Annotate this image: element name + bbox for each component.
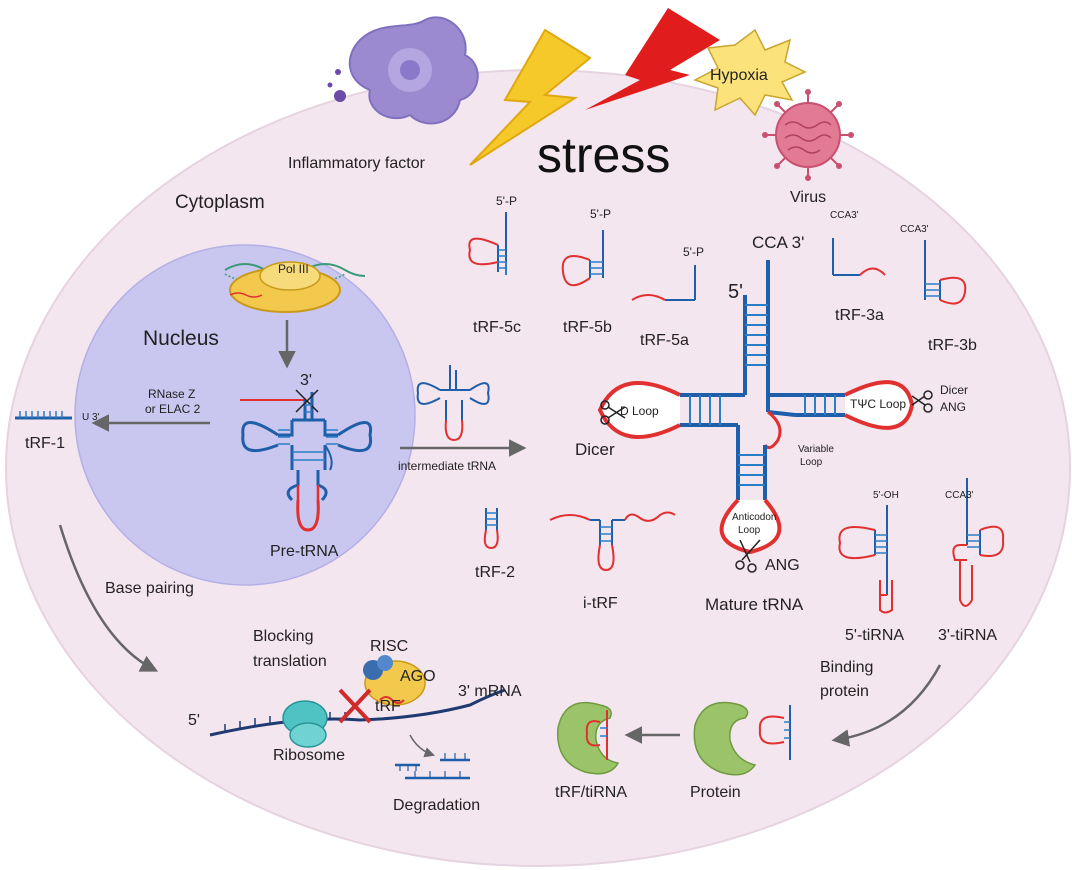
itrf-label: i-tRF xyxy=(583,595,618,612)
trf-tirna-complex-label: tRF/tiRNA xyxy=(555,784,627,801)
pol-iii-label: Pol III xyxy=(278,262,309,276)
nucleus xyxy=(74,244,416,586)
tirna3-cca-label: CCA3' xyxy=(945,490,974,501)
nucleus-label: Nucleus xyxy=(143,327,219,350)
ang-right-label: ANG xyxy=(940,400,966,414)
ang-bottom-label: ANG xyxy=(765,557,800,574)
tirna5-fragment xyxy=(838,505,893,614)
risc-complex-icon xyxy=(363,655,426,706)
blocking-label-1: Blocking xyxy=(253,628,313,645)
stress-title: stress xyxy=(537,127,670,183)
anticodon-label-2: Loop xyxy=(738,525,761,536)
trf5a-p-label: 5'-P xyxy=(683,245,704,259)
mrna3-label: 3' mRNA xyxy=(458,683,522,700)
ribosome-label: Ribosome xyxy=(273,747,345,764)
trf5b-fragment xyxy=(561,230,604,287)
mature-five-prime-label: 5' xyxy=(728,281,743,303)
trf-protein-complex-icon xyxy=(557,701,620,775)
mature-trna-label: Mature tRNA xyxy=(705,595,804,614)
base-pairing-label: Base pairing xyxy=(105,580,194,597)
mature-trna-structure xyxy=(597,260,933,573)
free-fragment-icon xyxy=(758,705,791,760)
virus-label: Virus xyxy=(790,189,826,206)
variable-loop-label-2: Loop xyxy=(800,457,823,468)
tirna3-label: 3'-tiRNA xyxy=(938,627,997,644)
trf5c-p-label: 5'-P xyxy=(496,194,517,208)
dicer-right-label: Dicer xyxy=(940,383,968,397)
itrf-fragment xyxy=(549,511,676,572)
virus-icon xyxy=(762,89,854,181)
block-x-icon xyxy=(338,688,372,724)
binding-protein-arrow xyxy=(831,664,942,747)
hypoxia-burst-icon xyxy=(693,28,807,117)
pre-trna-three-prime: 3' xyxy=(300,372,312,389)
degradation-arrow xyxy=(409,734,435,758)
trf1-u3-label: U 3' xyxy=(82,412,100,423)
trf5a-fragment xyxy=(631,265,696,301)
degradation-label: Degradation xyxy=(393,797,480,814)
trf3b-cca-label: CCA3' xyxy=(900,224,929,235)
protein-label: Protein xyxy=(690,784,741,801)
intermediate-trna-label: intermediate tRNA xyxy=(398,459,496,473)
pol-iii-complex xyxy=(224,261,366,313)
trf5c-label: tRF-5c xyxy=(473,319,521,336)
trf3a-cca-label: CCA3' xyxy=(830,210,859,221)
trf-risc-label: tRF xyxy=(375,698,401,715)
elac2-label: or ELAC 2 xyxy=(145,402,201,416)
ago-label: AGO xyxy=(400,668,436,685)
tpsic-loop-label: TΨC Loop xyxy=(850,397,906,411)
protein-icon xyxy=(693,701,757,776)
trf2-fragment xyxy=(483,508,499,550)
hypoxia-label: Hypoxia xyxy=(710,67,768,84)
trf3b-label: tRF-3b xyxy=(928,337,977,354)
trf3a-fragment xyxy=(832,238,886,276)
lightning-yellow-icon xyxy=(469,28,592,166)
cytoplasm-label: Cytoplasm xyxy=(175,192,265,213)
trf1-fragment xyxy=(15,411,72,420)
base-pairing-arrow xyxy=(58,524,159,672)
blocking-label-2: translation xyxy=(253,653,327,670)
mrna5-label: 5' xyxy=(188,712,200,729)
trf1-label: tRF-1 xyxy=(25,435,65,452)
ribosome-icon xyxy=(282,700,328,748)
rnase-z-label: RNase Z xyxy=(148,387,195,401)
inflammatory-factor-label: Inflammatory factor xyxy=(288,155,426,172)
tirna5-label: 5'-tiRNA xyxy=(845,627,904,644)
binding-label-2: protein xyxy=(820,683,869,700)
trf2-label: tRF-2 xyxy=(475,564,515,581)
trf5b-p-label: 5'-P xyxy=(590,207,611,221)
mature-cca3-label: CCA 3' xyxy=(752,233,804,252)
dicer-left-label: Dicer xyxy=(575,440,615,459)
pre-trna-label: Pre-tRNA xyxy=(270,543,339,560)
intermediate-trna xyxy=(416,365,490,442)
risc-label: RISC xyxy=(370,638,408,655)
pre-trna-structure xyxy=(240,389,373,532)
lightning-red-icon xyxy=(585,8,720,110)
tirna3-fragment xyxy=(952,478,1005,607)
trf5a-label: tRF-5a xyxy=(640,332,689,349)
tirna5-oh-label: 5'-OH xyxy=(873,490,899,501)
trf5b-label: tRF-5b xyxy=(563,319,612,336)
anticodon-label-1: Anticodon xyxy=(732,512,776,523)
degraded-rna-icon xyxy=(395,753,470,780)
trf3a-label: tRF-3a xyxy=(835,307,884,324)
d-loop-label: D Loop xyxy=(620,404,659,418)
inflammatory-factor-icon xyxy=(327,16,479,125)
variable-loop-label-1: Variable xyxy=(798,444,834,455)
trf5c-fragment xyxy=(468,212,507,275)
trf3b-fragment xyxy=(924,240,967,305)
binding-label-1: Binding xyxy=(820,659,873,676)
